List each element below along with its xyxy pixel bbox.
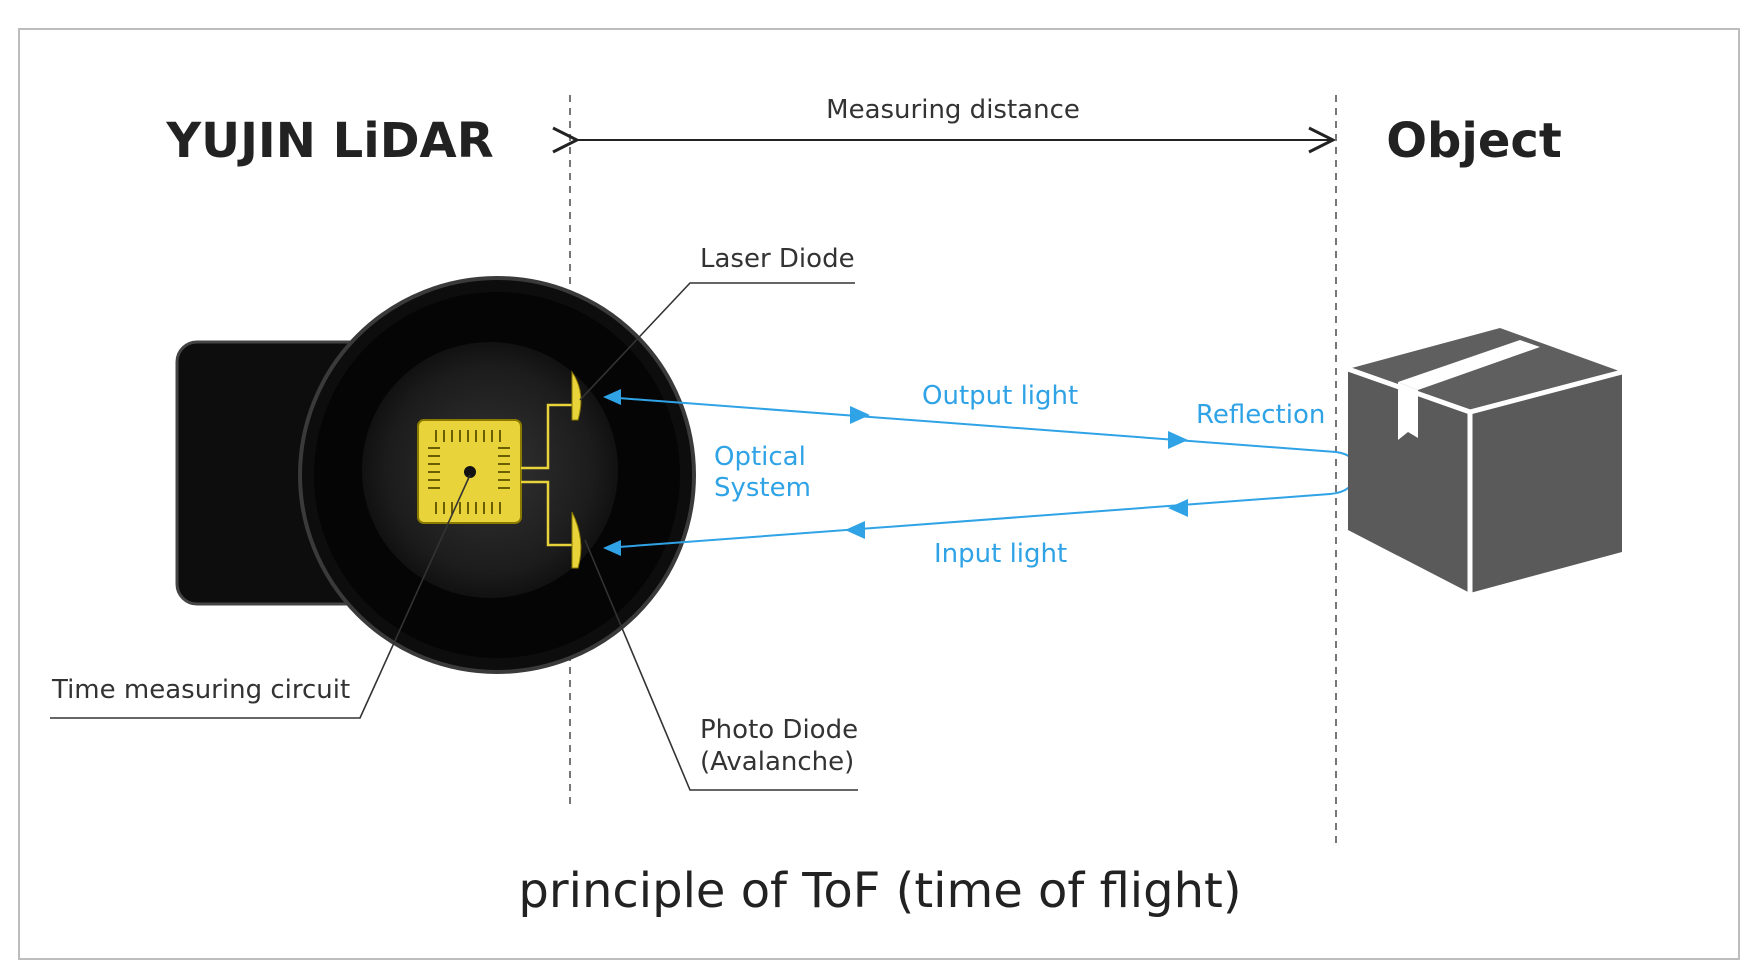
chip-center-dot: [464, 466, 476, 478]
chip-wiring: [521, 403, 572, 547]
photo-diode-element: [571, 511, 582, 569]
input-light-label: Input light: [934, 539, 1067, 569]
caption: principle of ToF (time of flight): [518, 863, 1241, 919]
box-left-face: [1348, 369, 1470, 593]
box-tape-top: [1398, 340, 1540, 390]
frame-border: [18, 28, 1740, 960]
output-end-arrow: [1168, 431, 1188, 449]
object-title: Object: [1386, 113, 1562, 169]
box-icon: [1347, 328, 1623, 593]
time-circuit-leader: [50, 474, 471, 719]
photo-diode-label-line1: Photo Diode: [700, 715, 858, 745]
input-mid-arrow: [845, 521, 865, 539]
output-start-arrow: [603, 389, 621, 405]
chip: [417, 419, 522, 524]
laser-diode-label: Laser Diode: [700, 244, 855, 274]
optical-system-label-line2: System: [714, 473, 811, 503]
optical-system-label-line1: Optical: [714, 442, 806, 472]
box-tape-flap: [1398, 382, 1418, 440]
input-start-arrow: [1168, 499, 1188, 517]
input-end-arrow: [603, 540, 621, 556]
time-circuit-label: Time measuring circuit: [51, 675, 350, 705]
output-light-label: Output light: [922, 381, 1078, 411]
laser-diode-leader: [579, 282, 855, 401]
output-mid-arrow: [850, 406, 870, 424]
reflection-label: Reflection: [1196, 400, 1325, 430]
photo-diode-label-line2: (Avalanche): [700, 747, 854, 777]
box-right-face: [1470, 372, 1622, 593]
lidar-title: YUJIN LiDAR: [165, 113, 493, 169]
measuring-distance-label: Measuring distance: [826, 95, 1080, 125]
photo-diode-leader: [584, 539, 858, 791]
